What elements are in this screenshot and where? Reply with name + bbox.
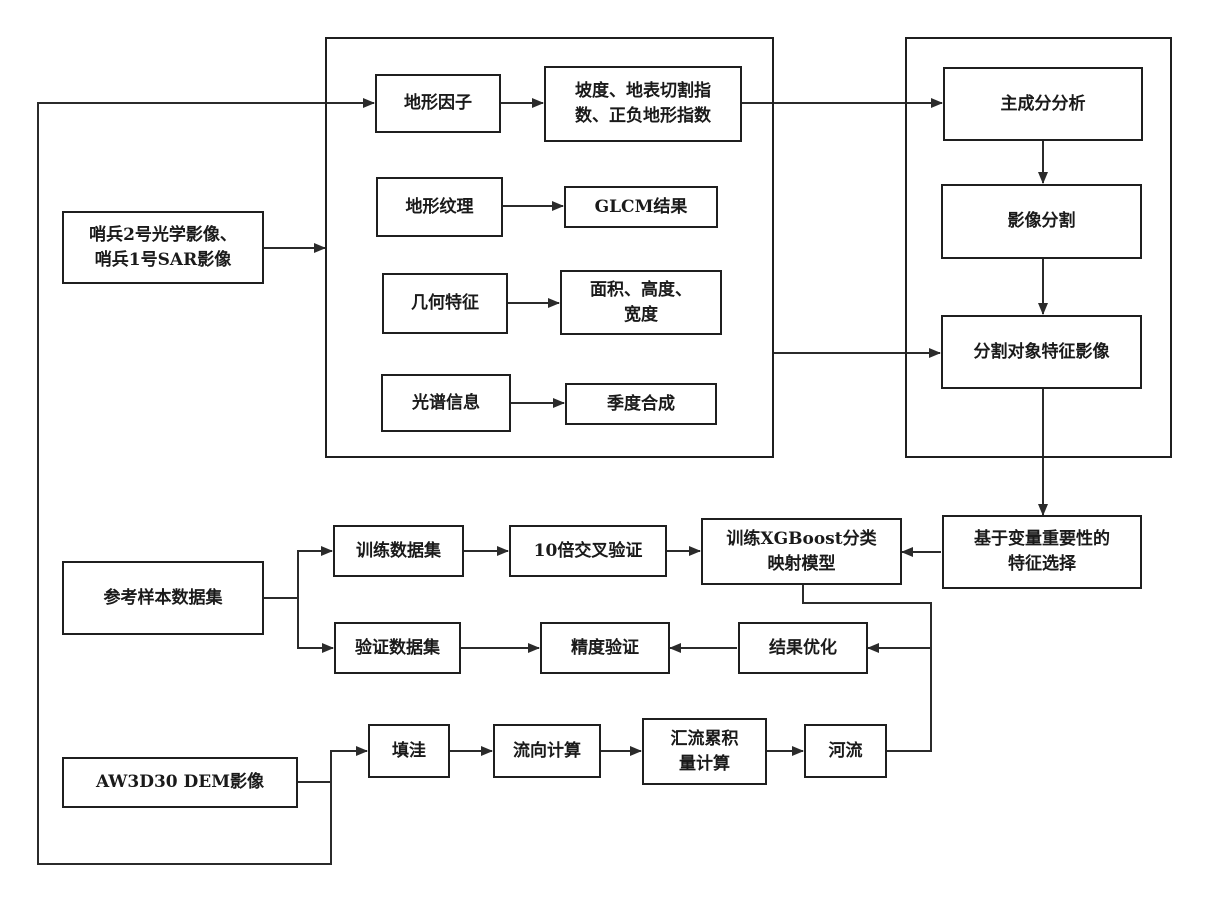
arrow-dem-to-terrain-factor [37, 98, 375, 865]
image-segmentation-node: 影像分割 [941, 184, 1142, 259]
geometric-result-node: 面积、高度、 宽度 [560, 270, 722, 335]
reference-samples-node: 参考样本数据集 [62, 561, 264, 635]
terrain-texture-node: 地形纹理 [376, 177, 503, 237]
feature-selection-node: 基于变量重要性的 特征选择 [942, 515, 1142, 589]
segmentation-frame [905, 37, 1172, 458]
arrow-samples-to-validation [297, 598, 334, 653]
spectral-info-node: 光谱信息 [381, 374, 511, 432]
validation-set-node: 验证数据集 [334, 622, 461, 674]
pca-node: 主成分分析 [943, 67, 1143, 141]
xgboost-model-node: 训练XGBoost分类 映射模型 [701, 518, 902, 585]
line-river-to-optimization [887, 648, 932, 752]
terrain-factor-node: 地形因子 [375, 74, 501, 133]
feature-extraction-frame [325, 37, 774, 458]
geometric-feature-node: 几何特征 [382, 273, 508, 334]
training-set-node: 训练数据集 [333, 525, 464, 577]
arrow-samples-to-training [264, 546, 333, 599]
glcm-result-node: GLCM结果 [564, 186, 718, 228]
arrow-xgboost-to-optimization [802, 585, 932, 653]
river-node: 河流 [804, 724, 887, 778]
result-optimization-node: 结果优化 [738, 622, 868, 674]
fill-sinks-node: 填洼 [368, 724, 450, 778]
arrow-dem-to-fill [330, 746, 368, 782]
terrain-factor-result-node: 坡度、地表切割指 数、正负地形指数 [544, 66, 742, 142]
cross-validation-node: 10倍交叉验证 [509, 525, 667, 577]
flow-accumulation-node: 汇流累积 量计算 [642, 718, 767, 785]
accuracy-validation-node: 精度验证 [540, 622, 670, 674]
sentinel-imagery-node: 哨兵2号光学影像、 哨兵1号SAR影像 [62, 211, 264, 284]
seasonal-composite-node: 季度合成 [565, 383, 717, 425]
segment-feature-image-node: 分割对象特征影像 [941, 315, 1142, 389]
dem-image-node: AW3D30 DEM影像 [62, 757, 298, 808]
flow-direction-node: 流向计算 [493, 724, 601, 778]
